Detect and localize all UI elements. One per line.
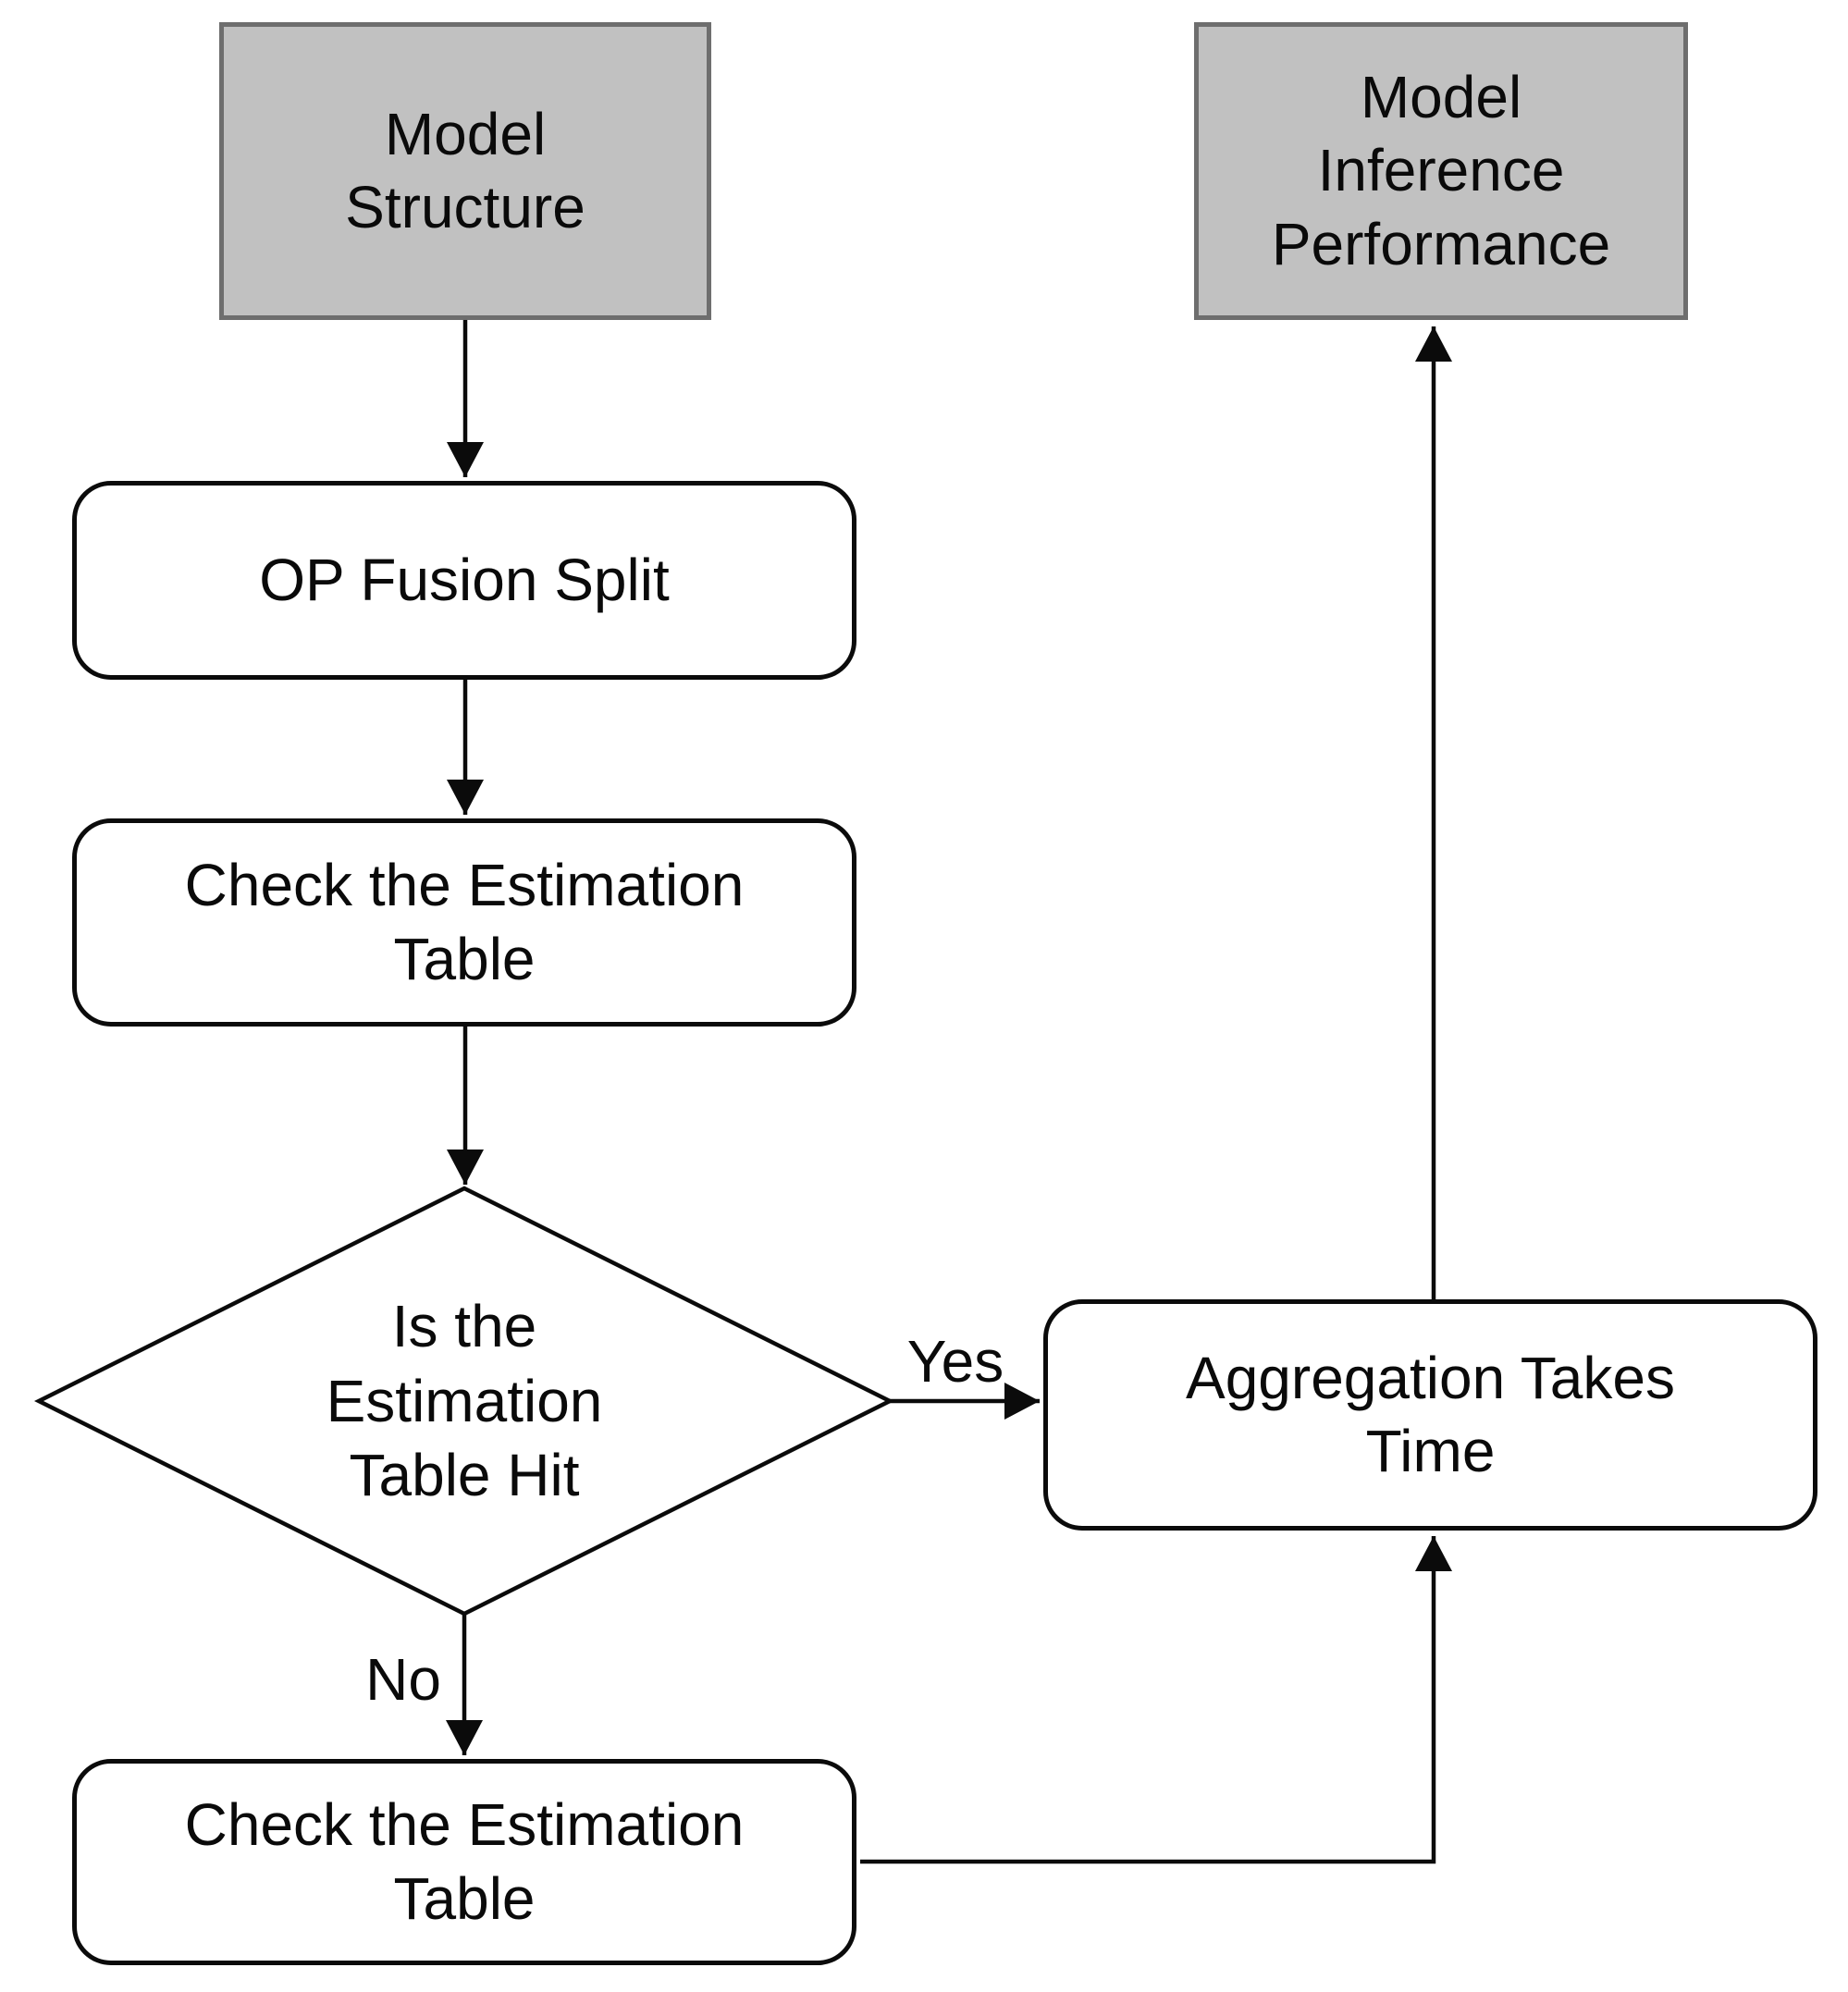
node-decision-label: Is the Estimation Table Hit [326, 1293, 603, 1509]
node-aggregation-takes-time: Aggregation Takes Time [1043, 1299, 1817, 1531]
label-yes: Yes [906, 1328, 1004, 1395]
node-model-structure: Model Structure [219, 22, 711, 320]
node-model-inference-performance: Model Inference Performance [1194, 22, 1688, 320]
node-check-estimation-table-2: Check the Estimation Table [72, 1759, 856, 1965]
decision-diamond-shape [33, 1186, 895, 1617]
label-no: No [365, 1646, 441, 1713]
node-op-fusion-split: OP Fusion Split [72, 481, 856, 680]
node-check-estimation-table-1: Check the Estimation Table [72, 818, 856, 1027]
edge-check2-to-aggregation [860, 1536, 1452, 1864]
